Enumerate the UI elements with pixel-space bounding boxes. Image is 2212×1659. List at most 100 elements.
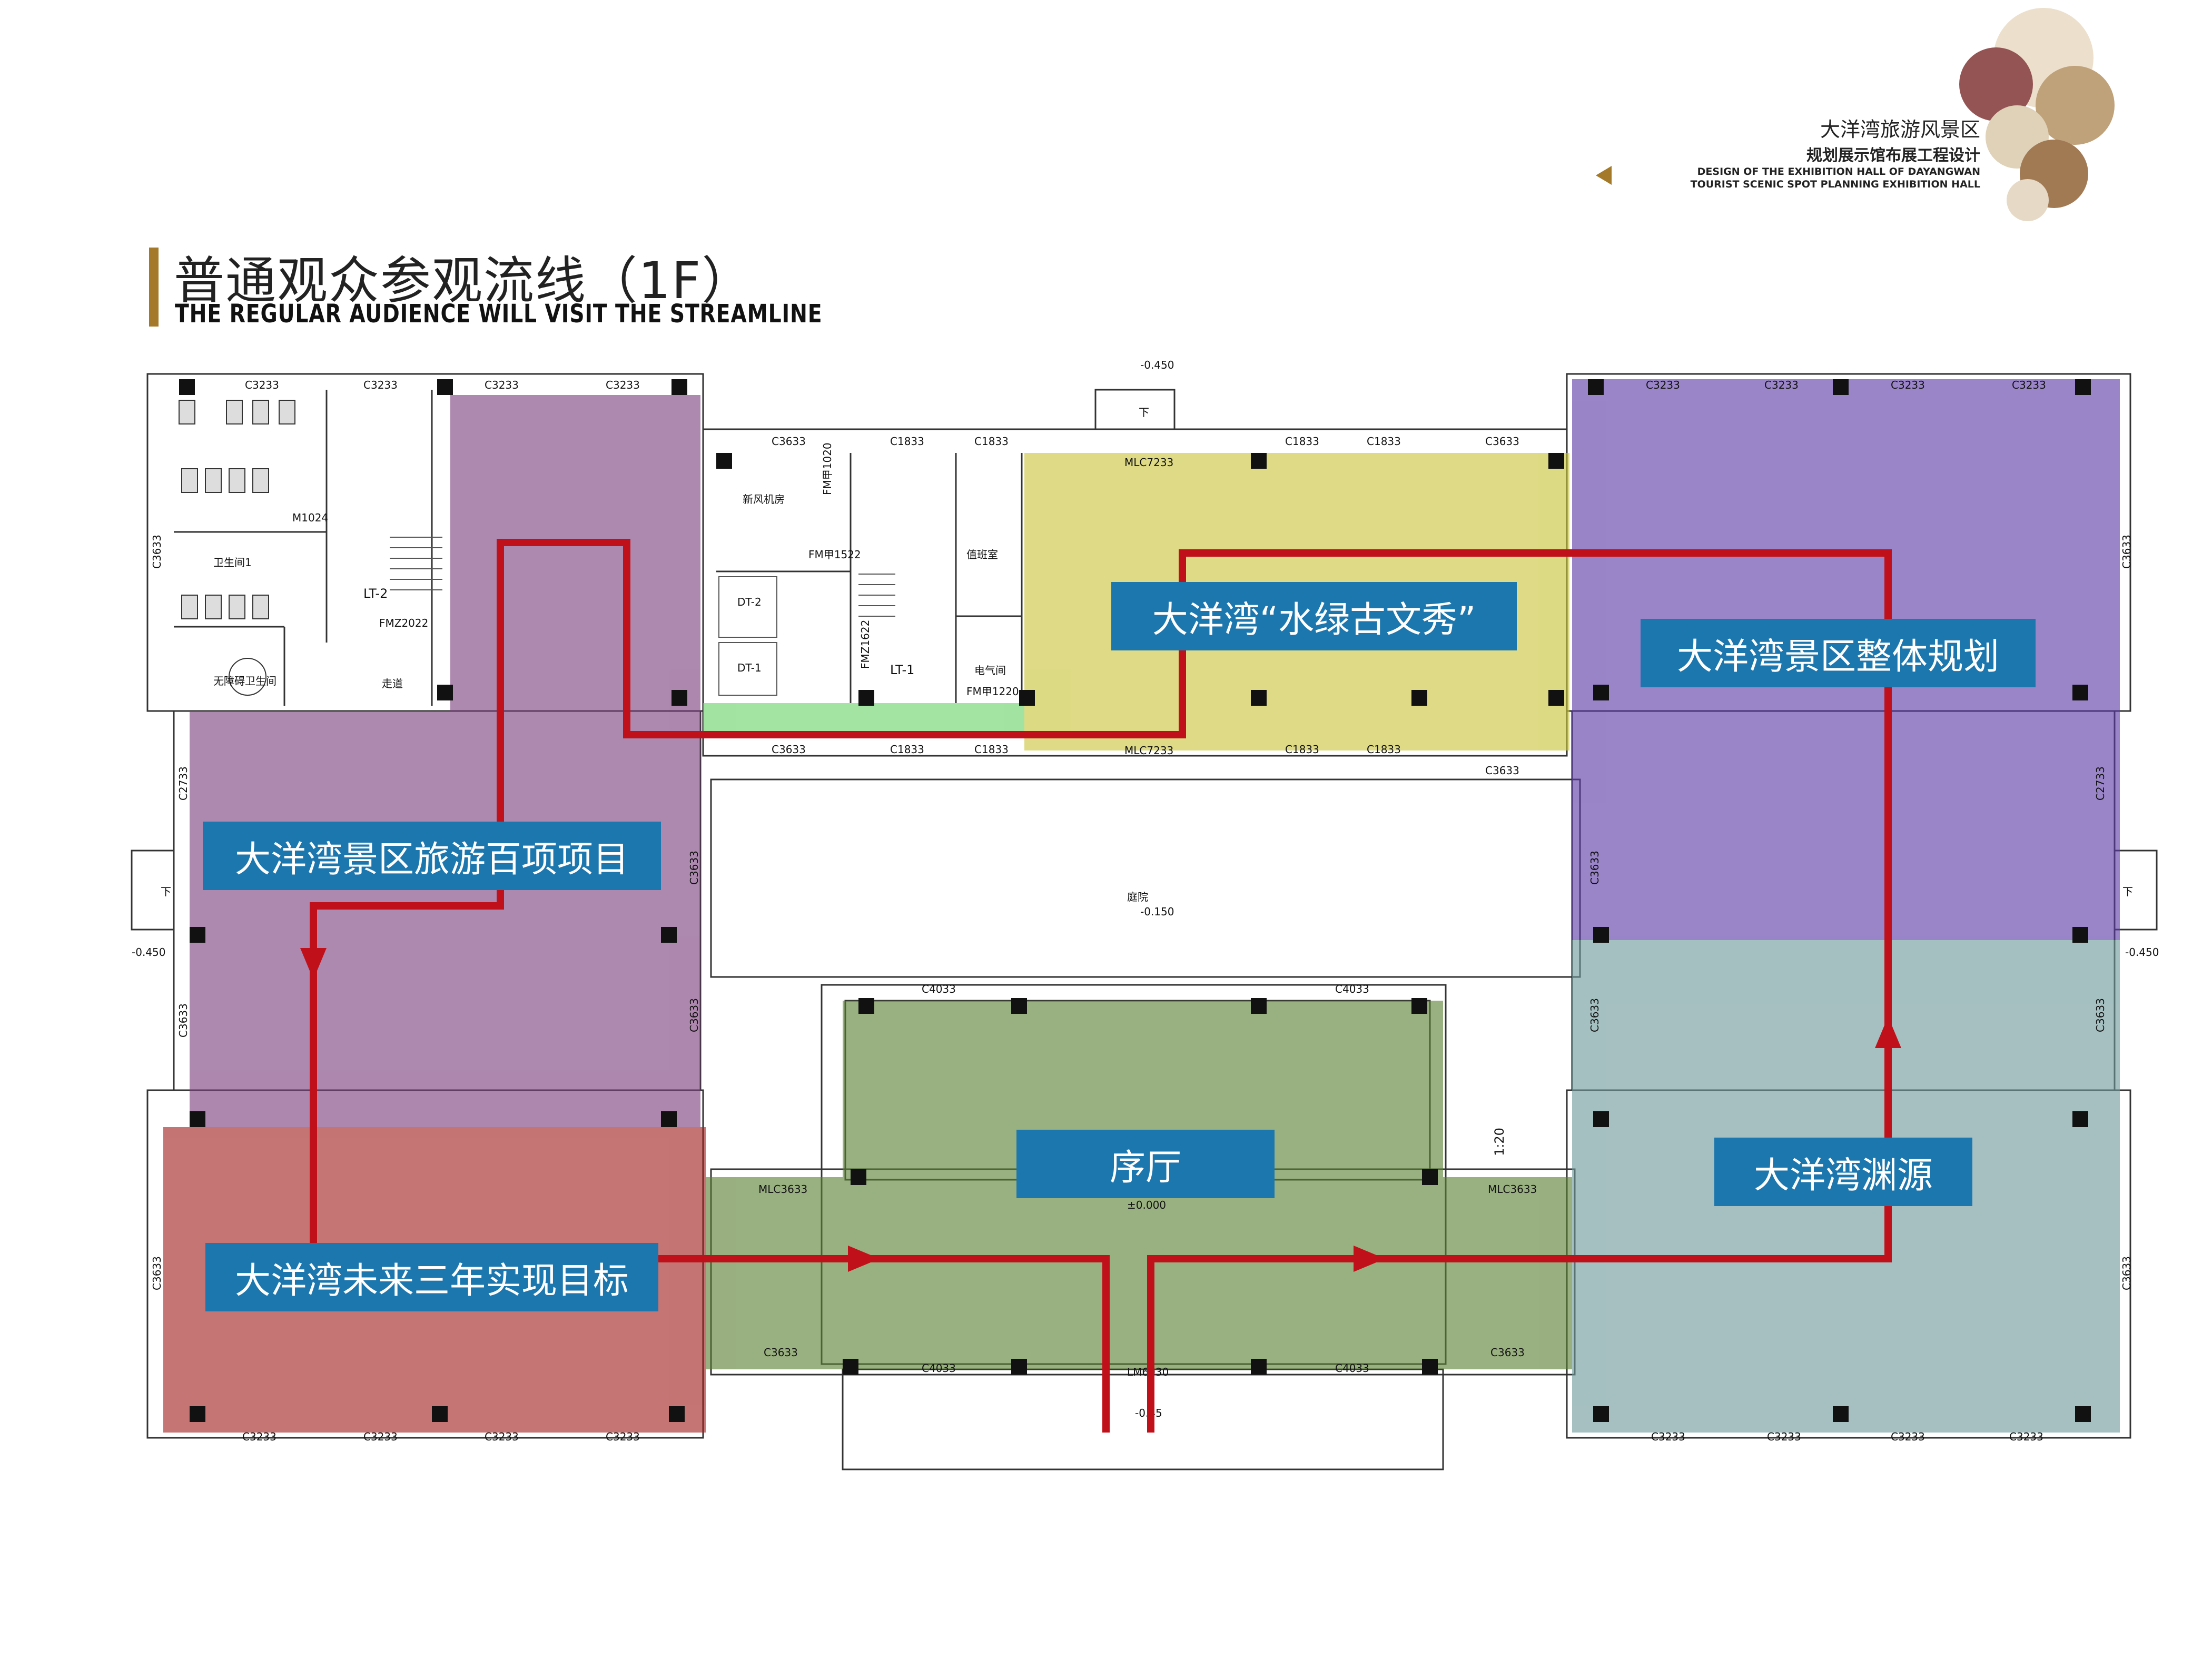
arrow-head xyxy=(1354,1246,1385,1272)
window-tag: C3633 xyxy=(772,743,806,756)
window-tag: C4033 xyxy=(1335,1362,1369,1375)
window-tag: C1833 xyxy=(890,743,924,756)
window-tag: C3233 xyxy=(2012,379,2046,391)
window-tag-vertical: C3633 xyxy=(1588,998,1601,1032)
brand-en-line1: DESIGN OF THE EXHIBITION HALL OF DAYANGW… xyxy=(1697,166,1980,177)
window-tag: C3233 xyxy=(363,379,398,391)
fan-room-label: 新风机房 xyxy=(743,493,785,506)
hall-level: ±0.000 xyxy=(1127,1199,1166,1211)
window-tag: C4033 xyxy=(922,1362,956,1375)
fm1220-label: FM甲1220 xyxy=(966,685,1019,698)
window-tag: C1833 xyxy=(1367,743,1401,756)
window-tag: C3633 xyxy=(764,1346,798,1359)
brand-title: 大洋湾旅游风景区 xyxy=(1820,118,1980,141)
courtyard-level: -0.150 xyxy=(1140,905,1174,918)
down-label-right: 下 xyxy=(2122,885,2133,898)
window-tag: C3233 xyxy=(363,1430,398,1443)
window-tag: C3233 xyxy=(1767,1430,1801,1443)
window-tag-vertical: C2733 xyxy=(2094,766,2107,801)
window-tag-vertical: C3633 xyxy=(2120,535,2133,569)
window-tag: C3633 xyxy=(1490,1346,1525,1359)
level-left: -0.450 xyxy=(132,946,165,959)
window-tag: C4033 xyxy=(1335,983,1369,995)
window-tag: C4033 xyxy=(922,983,956,995)
duty-room-label: 值班室 xyxy=(966,548,998,561)
page-title: 普通观众参观流线（1F） xyxy=(174,251,754,310)
zone-label-origin: 大洋湾渊源 xyxy=(1714,1138,1972,1206)
window-tag: C3233 xyxy=(485,379,519,391)
title-accent-bar xyxy=(149,248,159,327)
stair-lt1-label: LT-1 xyxy=(890,663,914,677)
fm1020-label: FM甲1020 xyxy=(821,442,834,495)
zone-label-future-goals: 大洋湾未来三年实现目标 xyxy=(205,1243,658,1311)
courtyard-label: 庭院 xyxy=(1127,891,1148,903)
window-tag: C1833 xyxy=(974,435,1009,448)
brand-subtitle: 规划展示馆布展工程设计 xyxy=(1806,146,1980,165)
window-tag: C3633 xyxy=(1485,435,1519,448)
window-tag-vertical: C3633 xyxy=(151,535,163,569)
window-tag: C3233 xyxy=(485,1430,519,1443)
brand-decoration xyxy=(1959,8,2115,221)
window-tag: C1833 xyxy=(1285,435,1319,448)
window-tag: C3233 xyxy=(1651,1430,1685,1443)
window-tag-vertical: C3633 xyxy=(1588,851,1601,885)
window-tag-vertical: C3633 xyxy=(151,1256,163,1290)
brand-block: 大洋湾旅游风景区 规划展示馆布展工程设计 DESIGN OF THE EXHIB… xyxy=(1691,113,1980,191)
window-tag: C1833 xyxy=(1285,743,1319,756)
toilet1-label: 卫生间1 xyxy=(213,556,252,569)
fm-lt2-label: FMZ2022 xyxy=(379,617,428,629)
corridor-label: 走道 xyxy=(382,677,403,690)
zone-label-lobby: 序厅 xyxy=(1016,1130,1275,1198)
stairs xyxy=(390,537,895,696)
visitor-flow-route xyxy=(310,539,1892,1433)
level-top: -0.450 xyxy=(1140,359,1174,371)
zone-label-water-green: 大洋湾“水绿古文秀” xyxy=(1111,582,1517,650)
window-tag: C3633 xyxy=(1485,764,1519,777)
window-tag: C3233 xyxy=(606,379,640,391)
window-tag-vertical: C3633 xyxy=(688,851,700,885)
window-tag: C1833 xyxy=(890,435,924,448)
window-tag-vertical: C3633 xyxy=(688,998,700,1032)
toilet-acc-label: 无障碍卫生间 xyxy=(213,675,276,687)
window-tag-vertical: C3633 xyxy=(177,1003,190,1038)
ramp-label: 1:20 xyxy=(1492,1128,1507,1156)
zone-fill-tourism-projects xyxy=(190,395,700,1127)
window-tag: C3233 xyxy=(1891,379,1925,391)
window-tag-vertical: C2733 xyxy=(177,766,190,801)
mlc7233-label-mid: MLC7233 xyxy=(1124,744,1173,757)
arrow-head xyxy=(300,948,327,980)
window-tag: C1833 xyxy=(1367,435,1401,448)
arrow-head xyxy=(1875,1016,1901,1048)
fm1522-label: FM甲1522 xyxy=(808,548,861,561)
down-label-left: 下 xyxy=(161,885,171,898)
zone-fill-corridor xyxy=(703,703,1024,735)
toilet-fixtures xyxy=(179,400,295,696)
elec-room-label: 电气间 xyxy=(974,664,1006,677)
window-tag: C1833 xyxy=(974,743,1009,756)
window-tag: C3233 xyxy=(245,379,279,391)
dt2-label: DT-2 xyxy=(737,596,762,608)
mlc7233-label-top: MLC7233 xyxy=(1124,456,1173,469)
window-tag: C3233 xyxy=(2009,1430,2043,1443)
window-tag: C3233 xyxy=(1891,1430,1925,1443)
m1024-label: M1024 xyxy=(292,511,328,524)
stair-lt2-label: LT-2 xyxy=(363,586,388,601)
window-tag-vertical: C3633 xyxy=(2094,998,2107,1032)
window-tag: C3233 xyxy=(1764,379,1799,391)
page-subtitle: THE REGULAR AUDIENCE WILL VISIT THE STRE… xyxy=(175,299,823,329)
window-tag: C3233 xyxy=(606,1430,640,1443)
dt1-label: DT-1 xyxy=(737,661,762,674)
brand-arrow-icon xyxy=(1596,166,1612,185)
flow-arrows xyxy=(300,948,1901,1272)
level-right: -0.450 xyxy=(2125,946,2159,959)
fm1622-label: FMZ1622 xyxy=(859,620,872,669)
arrow-head xyxy=(848,1246,880,1272)
brand-en-line2: TOURIST SCENIC SPOT PLANNING EXHIBITION … xyxy=(1690,179,1980,190)
window-tag-vertical: C3633 xyxy=(2120,1256,2133,1290)
columns xyxy=(179,379,2091,1422)
window-tag: C3633 xyxy=(772,435,806,448)
mlc3633-label-left: MLC3633 xyxy=(758,1183,807,1196)
zone-label-overall-plan: 大洋湾景区整体规划 xyxy=(1641,619,2036,687)
window-tag: C3233 xyxy=(242,1430,276,1443)
mlc3633-label-right: MLC3633 xyxy=(1488,1183,1537,1196)
